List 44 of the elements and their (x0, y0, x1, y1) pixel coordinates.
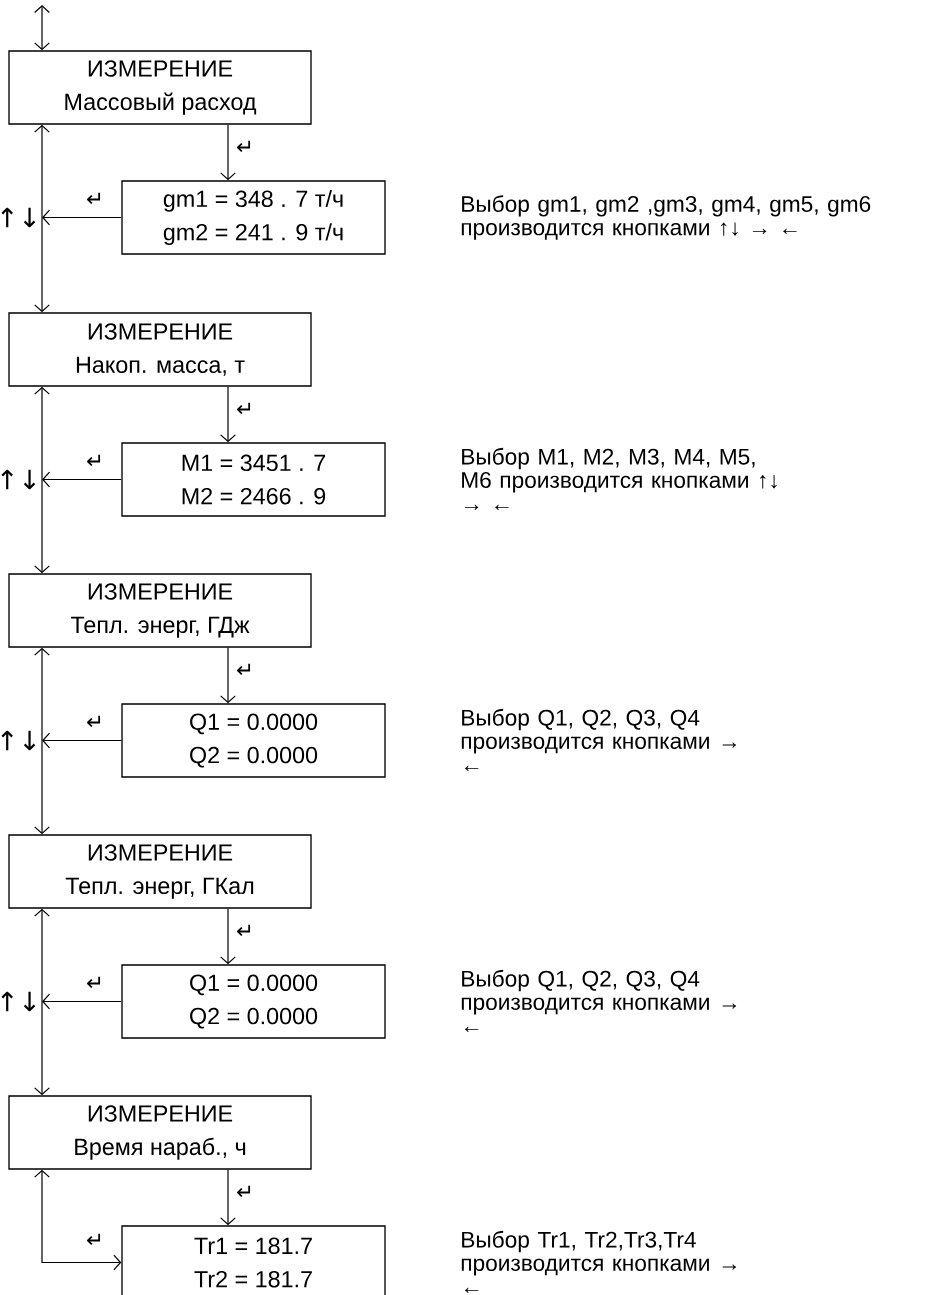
arrow (34, 647, 50, 835)
arrow (220, 647, 236, 704)
edge-label: ↵ (87, 976, 101, 989)
arrow (34, 908, 50, 1096)
arrow (42, 471, 122, 488)
arrow (34, 124, 50, 313)
arrow (34, 1169, 122, 1271)
arrow (220, 124, 236, 181)
edge-label: ↵ (237, 663, 251, 676)
edge-label: ↵ (87, 454, 101, 467)
note-text: Выбор gm1, gm2 ,gm3, gm4, gm5, gm6 производится кнопками ↑↓ → ← (461, 195, 871, 240)
edge-label: ↵ (237, 924, 251, 937)
arrow (220, 1169, 236, 1226)
arrow (34, 386, 50, 574)
arrow (42, 993, 122, 1010)
key-symbols: ↑↓ (1, 207, 36, 228)
edge-label: ↵ (87, 1233, 101, 1246)
menu-box: ИЗМЕРЕНИЕ Накоп. масса, т (8, 312, 312, 387)
display-box: Q1 = 0.0000 Q2 = 0.0000 (121, 964, 386, 1039)
edge-label: ↵ (87, 715, 101, 728)
note-text: Выбор Q1, Q2, Q3, Q4 производится кнопками → ← (461, 708, 737, 772)
arrow (220, 386, 236, 443)
display-box: gm1 = 348 . 7 т/ч gm2 = 241 . 9 т/ч (121, 180, 386, 255)
menu-box: ИЗМЕРЕНИЕ Массовый расход (8, 50, 312, 125)
edge-label: ↵ (237, 140, 251, 153)
display-box: Tr1 = 181.7 Tr2 = 181.7 (121, 1225, 386, 1295)
key-symbols: ↑↓ (1, 730, 36, 751)
edge-label: ↵ (237, 402, 251, 415)
arrow (220, 908, 236, 965)
display-box: Q1 = 0.0000 Q2 = 0.0000 (121, 703, 386, 778)
arrow (42, 209, 122, 226)
arrow (42, 732, 122, 749)
key-symbols: ↑↓ (1, 469, 36, 490)
key-symbols: ↑↓ (1, 991, 36, 1012)
edge-label: ↵ (237, 1185, 251, 1198)
edge-label: ↵ (87, 192, 101, 205)
note-text: Выбор M1, M2, M3, M4, M5, M6 производится кнопками ↑↓ → ← (462, 447, 777, 511)
note-text: Выбор Q1, Q2, Q3, Q4 производится кнопками → ← (461, 969, 737, 1033)
menu-box: ИЗМЕРЕНИЕ Тепл. энерг, ГКал (8, 834, 312, 909)
note-text: Выбор Tr1, Tr2,Tr3,Tr4 производится кнопками → ← (461, 1230, 737, 1294)
arrow (34, 5, 50, 51)
menu-box: ИЗМЕРЕНИЕ Тепл. энерг, ГДж (8, 573, 312, 648)
menu-box: ИЗМЕРЕНИЕ Время нараб., ч (8, 1095, 312, 1170)
display-box: M1 = 3451 . 7 M2 = 2466 . 9 (121, 442, 386, 517)
